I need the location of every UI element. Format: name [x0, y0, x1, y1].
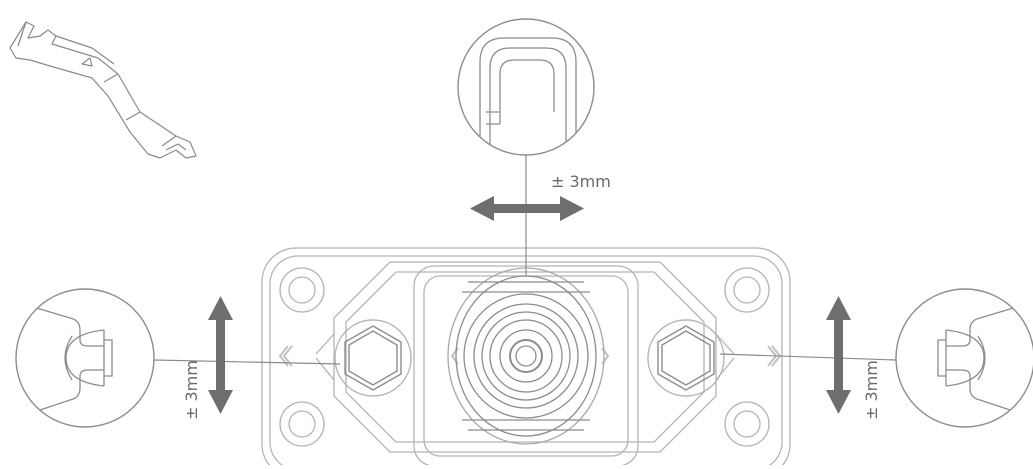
mounting-bracket	[261, 247, 791, 469]
top-detail-callout	[457, 18, 595, 156]
left-detail-callout	[15, 288, 155, 428]
right-hex-nut	[647, 319, 725, 397]
spanner-tool-illustration	[9, 21, 197, 159]
horizontal-adjust-arrow	[470, 196, 584, 221]
right-tolerance-label: ± 3mm	[862, 360, 881, 420]
right-detail-callout	[895, 288, 1033, 428]
left-tolerance-label: ± 3mm	[182, 360, 201, 420]
right-vertical-adjust-arrow	[826, 296, 851, 414]
alignment-chevrons	[278, 345, 782, 367]
left-hex-nut	[334, 319, 412, 397]
top-tolerance-label: ± 3mm	[551, 172, 611, 191]
center-fitting	[447, 267, 605, 445]
left-vertical-adjust-arrow	[208, 296, 233, 414]
callout-leader-lines	[153, 155, 897, 365]
